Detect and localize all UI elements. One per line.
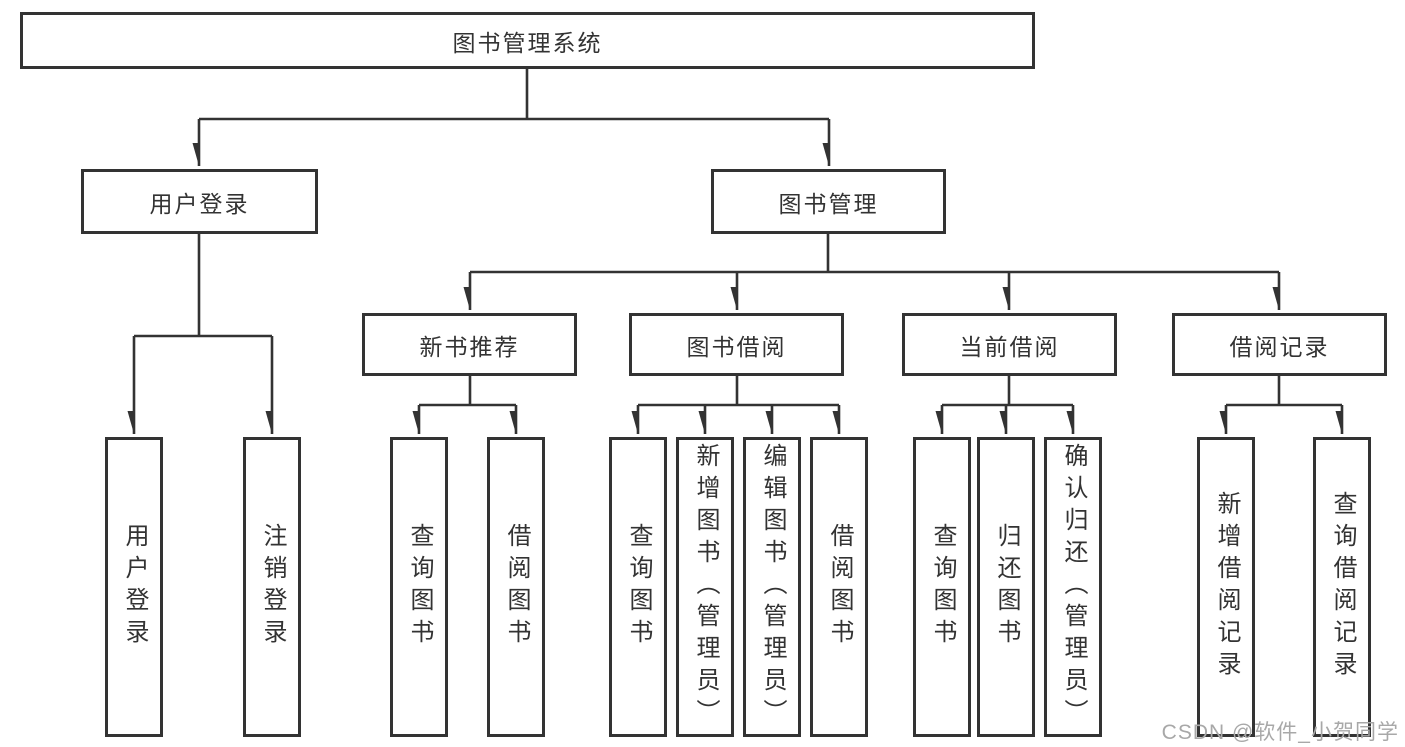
node-root-library-system: 图书管理系统 (20, 12, 1035, 69)
leaf-edit-books-admin: 编辑图书（管理员） (743, 437, 801, 737)
leaf-confirm-return-admin: 确认归还（管理员） (1044, 437, 1102, 737)
leaf-query-borrow-record: 查询借阅记录 (1313, 437, 1371, 737)
node-borrowing-records: 借阅记录 (1172, 313, 1387, 376)
leaf-user-login: 用户登录 (105, 437, 163, 737)
leaf-borrow-books-borrowing: 借阅图书 (810, 437, 868, 737)
leaf-logout: 注销登录 (243, 437, 301, 737)
node-new-book-recommend: 新书推荐 (362, 313, 577, 376)
node-current-borrowing: 当前借阅 (902, 313, 1117, 376)
leaf-query-books-borrowing: 查询图书 (609, 437, 667, 737)
leaf-add-books-admin: 新增图书（管理员） (676, 437, 734, 737)
leaf-add-borrow-record: 新增借阅记录 (1197, 437, 1255, 737)
leaf-return-books: 归还图书 (977, 437, 1035, 737)
node-user-login: 用户登录 (81, 169, 318, 234)
csdn-watermark: CSDN @软件_小贺同学 (1161, 721, 1399, 744)
leaf-query-books-current: 查询图书 (913, 437, 971, 737)
node-book-management: 图书管理 (711, 169, 946, 234)
node-book-borrowing: 图书借阅 (629, 313, 844, 376)
leaf-query-books-newbook: 查询图书 (390, 437, 448, 737)
leaf-borrow-books-newbook: 借阅图书 (487, 437, 545, 737)
